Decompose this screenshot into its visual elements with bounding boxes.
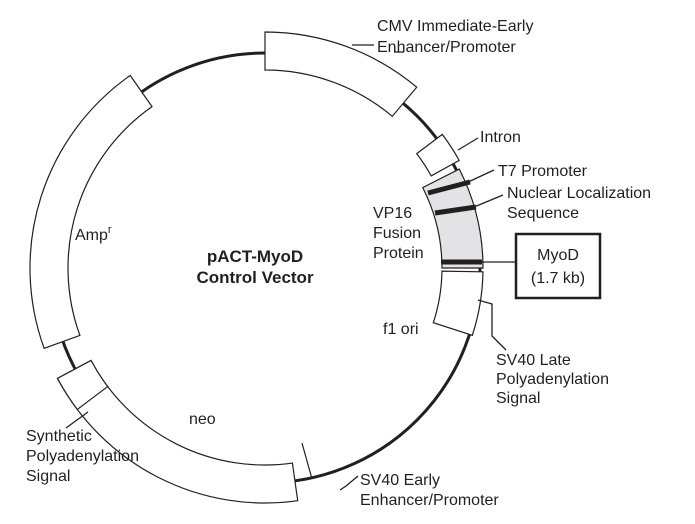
nls-marker-bar xyxy=(434,204,477,216)
synthetic-polya-label-line1: Synthetic xyxy=(26,428,92,445)
synthetic-polya-label-line3: Signal xyxy=(26,468,70,485)
myod-label-line1: MyoD xyxy=(537,247,579,264)
plasmid-subtitle: Control Vector xyxy=(196,268,314,287)
t7-label: T7 Promoter xyxy=(498,163,588,180)
intron-leader xyxy=(457,137,479,151)
t7-marker-bar xyxy=(427,179,471,196)
sv40-early-label-line1: SV40 Early xyxy=(360,472,440,489)
amp-resistance-segment xyxy=(29,74,153,350)
intron-label: Intron xyxy=(480,129,521,146)
plasmid-name: pACT-MyoD xyxy=(207,247,303,266)
synthetic-polya-segment xyxy=(56,359,109,411)
vp16-label-line2: Fusion xyxy=(373,225,421,242)
cmv-label-line2: Enhancer/Promoter xyxy=(377,39,516,56)
f1-ori-label: f1 ori xyxy=(383,321,419,338)
sv40-early-leader xyxy=(339,475,359,491)
vp16-label-line3: Protein xyxy=(373,245,424,262)
synthetic-polya-label-line2: Polyadenylation xyxy=(26,448,139,465)
amp-label-superscript: r xyxy=(108,224,112,236)
myod-label-line2: (1.7 kb) xyxy=(531,270,585,287)
f1-ori-segment xyxy=(432,270,484,337)
amp-label: Ampr xyxy=(75,224,112,244)
nls-label-line1: Nuclear Localization xyxy=(507,185,651,202)
myod-callout-box xyxy=(514,232,602,300)
intron-segment xyxy=(415,133,460,177)
synthetic-polya-leader xyxy=(65,411,89,429)
sv40-late-label-line2: Polyadenylation xyxy=(496,371,609,388)
vp16-label-line1: VP16 xyxy=(373,205,412,222)
neo-label: neo xyxy=(189,411,216,428)
vp16-fusion-segment xyxy=(421,168,484,269)
t7-leader xyxy=(465,169,495,184)
cmv-promoter-segment xyxy=(264,31,418,118)
sv40-late-leader xyxy=(477,299,507,351)
sv40-late-label-line3: Signal xyxy=(496,390,540,407)
neo-sv40-divider xyxy=(301,442,313,480)
sv40-late-label-line1: SV40 Late xyxy=(496,352,571,369)
sv40-early-label-line2: Enhancer/Promoter xyxy=(360,492,499,509)
cmv-label-line1: CMV Immediate-Early xyxy=(377,18,533,35)
amp-label-base: Amp xyxy=(75,227,108,244)
nls-label-line2: Sequence xyxy=(507,205,579,222)
nls-leader xyxy=(473,194,504,208)
